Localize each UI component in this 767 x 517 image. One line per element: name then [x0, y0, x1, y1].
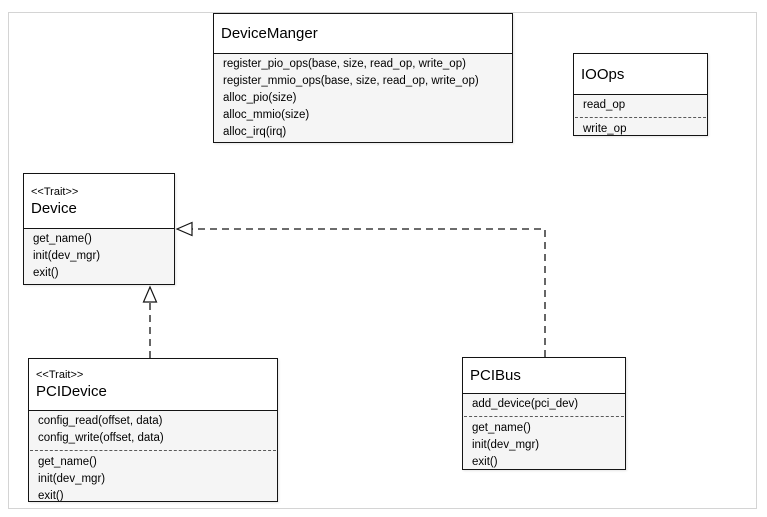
class-title: DeviceManger	[221, 25, 318, 42]
class-methods-compartment: get_name() init(dev_mgr) exit()	[24, 229, 174, 284]
method-item: init(dev_mgr)	[38, 473, 106, 485]
class-title-compartment: <<Trait>> PCIDevice	[29, 359, 277, 411]
method-item: get_name()	[33, 233, 92, 245]
member-group-divider	[464, 416, 624, 417]
class-title: PCIDevice	[36, 383, 107, 400]
method-item: alloc_mmio(size)	[223, 109, 310, 121]
member-group-divider	[30, 450, 276, 451]
method-item: init(dev_mgr)	[33, 250, 101, 262]
method-item: add_device(pci_dev)	[472, 398, 579, 410]
class-title: IOOps	[581, 65, 625, 83]
method-item: exit()	[472, 456, 498, 468]
class-title: PCIBus	[470, 367, 521, 384]
member-group-divider	[575, 117, 706, 118]
class-box-device[interactable]: <<Trait>> Device get_name() init(dev_mgr…	[23, 173, 175, 285]
class-methods-compartment: add_device(pci_dev) get_name() init(dev_…	[463, 394, 625, 469]
class-stereotype: <<Trait>>	[36, 369, 84, 381]
class-stereotype: <<Trait>>	[31, 185, 79, 198]
method-item: exit()	[38, 490, 64, 501]
method-item: get_name()	[38, 456, 97, 468]
class-attributes-compartment: read_op write_op	[574, 95, 707, 135]
method-item: exit()	[33, 267, 59, 279]
class-title-compartment: PCIBus	[463, 358, 625, 394]
class-methods-compartment: config_read(offset, data) config_write(o…	[29, 411, 277, 501]
class-box-pcidevice[interactable]: <<Trait>> PCIDevice config_read(offset, …	[28, 358, 278, 502]
page-boundary	[8, 12, 757, 509]
class-methods-compartment: register_pio_ops(base, size, read_op, wr…	[214, 54, 512, 142]
attribute-item: read_op	[583, 99, 626, 111]
method-item: register_pio_ops(base, size, read_op, wr…	[223, 58, 466, 70]
method-item: get_name()	[472, 422, 531, 434]
method-item: alloc_irq(irq)	[223, 126, 287, 138]
class-title: Device	[31, 199, 77, 217]
attribute-item: write_op	[583, 123, 627, 135]
class-box-device-manger[interactable]: DeviceManger register_pio_ops(base, size…	[213, 13, 513, 143]
class-title-compartment: <<Trait>> Device	[24, 174, 174, 229]
method-item: register_mmio_ops(base, size, read_op, w…	[223, 75, 479, 87]
method-item: init(dev_mgr)	[472, 439, 540, 451]
class-box-ioops[interactable]: IOOps read_op write_op	[573, 53, 708, 136]
method-item: config_write(offset, data)	[38, 432, 164, 444]
method-item: alloc_pio(size)	[223, 92, 297, 104]
class-title-compartment: DeviceManger	[214, 14, 512, 54]
class-title-compartment: IOOps	[574, 54, 707, 95]
class-box-pcibus[interactable]: PCIBus add_device(pci_dev) get_name() in…	[462, 357, 626, 470]
method-item: config_read(offset, data)	[38, 415, 163, 427]
